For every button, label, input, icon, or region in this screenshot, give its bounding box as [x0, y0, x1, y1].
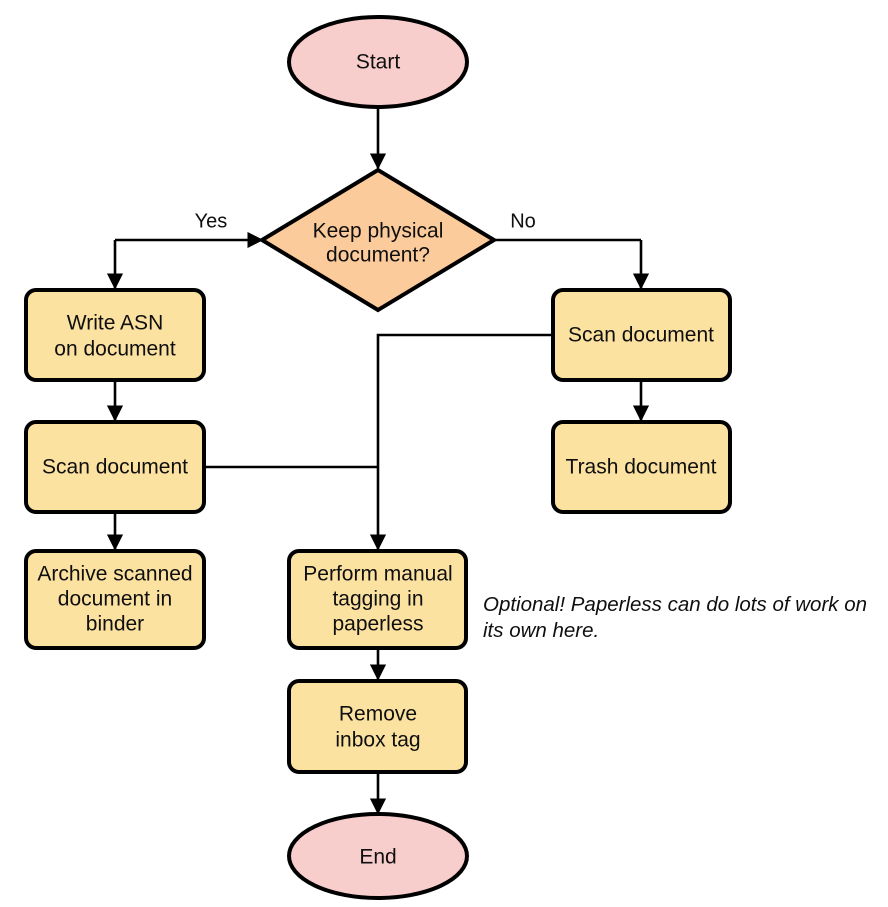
node-archive-label-line3: binder: [86, 613, 144, 636]
node-perform-manual-tagging[interactable]: Perform manual tagging in paperless: [287, 549, 468, 650]
node-tagging-shape: [287, 549, 468, 650]
node-archive-scanned-document[interactable]: Archive scanned document in binder: [24, 549, 206, 650]
node-decision-keep-physical-document[interactable]: Keep physical document?: [258, 167, 498, 313]
node-start[interactable]: Start: [287, 15, 469, 109]
node-decision-label-line2: document?: [326, 244, 430, 267]
node-scan-document-right-shape: [551, 288, 732, 382]
node-scan-document-left[interactable]: Scan document: [24, 420, 206, 514]
node-write-asn-shape: [24, 288, 206, 382]
node-remove-inbox-shape: [287, 679, 468, 774]
node-trash-document[interactable]: Trash document: [551, 420, 732, 514]
node-archive-shape: [24, 549, 206, 650]
edge-label-no: No: [510, 210, 536, 232]
node-end-shape: [287, 812, 469, 900]
node-write-asn[interactable]: Write ASN on document: [24, 288, 206, 382]
node-archive-label-line1: Archive scanned: [37, 563, 192, 586]
node-scan-document-left-shape: [24, 420, 206, 514]
node-remove-inbox-label-line1: Remove: [339, 703, 417, 726]
node-scan-document-left-label: Scan document: [42, 456, 188, 479]
node-tagging-label-line2: tagging in: [332, 588, 423, 611]
node-remove-inbox-label-line2: inbox tag: [335, 729, 420, 752]
node-tagging-label-line3: paperless: [332, 613, 423, 636]
node-start-label: Start: [356, 51, 401, 74]
node-scan-document-right[interactable]: Scan document: [551, 288, 732, 382]
node-archive-label-line2: document in: [58, 588, 172, 611]
node-trash-document-shape: [551, 420, 732, 514]
node-trash-document-label: Trash document: [566, 456, 717, 479]
edge-scan-right-to-tagging: [369, 333, 553, 551]
node-tagging-label-line1: Perform manual: [303, 563, 452, 586]
node-decision-label-line1: Keep physical: [313, 220, 444, 243]
annotation-optional-note: Optional! Paperless can do lots of work …: [483, 593, 867, 642]
annotation-line1: Optional! Paperless can do lots of work …: [483, 593, 867, 616]
annotation-line2: its own here.: [483, 619, 599, 642]
node-start-shape: [287, 15, 469, 109]
node-end[interactable]: End: [287, 812, 469, 900]
node-write-asn-label-line2: on document: [54, 338, 176, 361]
node-decision-shape: [258, 167, 498, 313]
node-remove-inbox-tag[interactable]: Remove inbox tag: [287, 679, 468, 774]
edge-label-yes: Yes: [195, 210, 228, 232]
node-end-label: End: [359, 846, 396, 869]
node-scan-document-right-label: Scan document: [568, 324, 714, 347]
node-write-asn-label-line1: Write ASN: [67, 312, 163, 335]
